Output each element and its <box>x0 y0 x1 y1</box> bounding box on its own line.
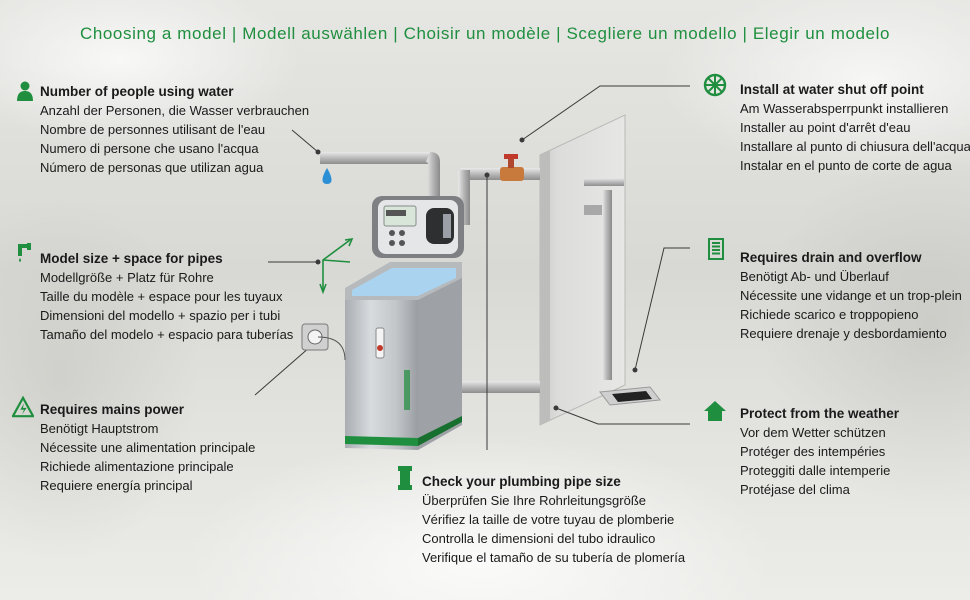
dimension-arrows-icon <box>319 238 354 295</box>
weather-block: Protect from the weather Vor dem Wetter … <box>740 404 899 499</box>
model-size-title: Model size + space for pipes <box>40 251 223 266</box>
pipe-fitting-icon <box>398 466 412 490</box>
power-line-es: Requiere energía principal <box>40 478 193 493</box>
people-line-it: Numero di persone che usano l'acqua <box>40 141 259 156</box>
shutoff-title: Install at water shut off point <box>740 82 924 97</box>
model-size-line-it: Dimensioni del modello + spazio per i tu… <box>40 308 281 323</box>
drain-title: Requires drain and overflow <box>740 250 922 265</box>
people-block: Number of people using water Anzahl der … <box>40 82 309 177</box>
person-icon <box>17 81 33 101</box>
drain-line-fr: Nécessite une vidange et un trop-plein <box>740 288 962 303</box>
water-drop-icon <box>322 168 332 184</box>
people-line-de: Anzahl der Personen, die Wasser verbrauc… <box>40 103 310 118</box>
shutoff-line-de: Am Wasserabsperrpunkt installieren <box>740 101 949 116</box>
pipe-size-line-es: Verifique el tamaño de su tubería de plo… <box>422 550 686 565</box>
power-title: Requires mains power <box>40 402 185 417</box>
power-block: Requires mains power Benötigt Hauptstrom… <box>40 400 255 495</box>
model-size-block: Model size + space for pipes Modellgröße… <box>40 249 293 344</box>
wall-socket-icon <box>301 323 346 361</box>
power-line-it: Richiede alimentazione principale <box>40 459 234 474</box>
shutoff-line-it: Installare al punto di chiusura dell'acq… <box>740 139 970 154</box>
weather-line-it: Proteggiti dalle intemperie <box>740 463 891 478</box>
pipe-size-block: Check your plumbing pipe size Überprüfen… <box>422 472 685 567</box>
model-size-line-de: Modellgröße + Platz für Rohre <box>40 270 214 285</box>
model-size-line-fr: Taille du modèle + espace pour les tuyau… <box>40 289 283 304</box>
weather-line-de: Vor dem Wetter schützen <box>740 425 886 440</box>
pipe-size-title: Check your plumbing pipe size <box>422 474 621 489</box>
drain-block: Requires drain and overflow Benötigt Ab-… <box>740 248 962 343</box>
shutoff-line-fr: Installer au point d'arrêt d'eau <box>740 120 911 135</box>
drain-line-de: Benötigt Ab- und Überlauf <box>740 269 889 284</box>
house-icon <box>704 401 726 421</box>
pipe-tap-icon <box>18 243 31 262</box>
pipes <box>320 152 661 406</box>
water-softener-unit <box>345 196 464 450</box>
weather-line-fr: Protéger des intempéries <box>740 444 886 459</box>
weather-line-es: Protéjase del clima <box>740 482 850 497</box>
drain-line-it: Richiede scarico e troppopieno <box>740 307 919 322</box>
power-line-de: Benötigt Hauptstrom <box>40 421 159 436</box>
electric-warning-icon <box>12 396 34 418</box>
wall-panel <box>539 114 626 426</box>
drain-grate-icon <box>708 238 724 260</box>
people-title: Number of people using water <box>40 84 234 99</box>
weather-title: Protect from the weather <box>740 406 900 421</box>
people-line-es: Número de personas que utilizan agua <box>40 160 264 175</box>
page-title: Choosing a model | Modell auswählen | Ch… <box>79 24 891 43</box>
valve-wheel-icon <box>703 73 727 97</box>
drain-line-es: Requiere drenaje y desbordamiento <box>740 326 947 341</box>
people-line-fr: Nombre de personnes utilisant de l'eau <box>40 122 266 137</box>
pipe-size-line-de: Überprüfen Sie Ihre Rohrleitungsgröße <box>422 493 647 508</box>
pipe-size-line-fr: Vérifiez la taille de votre tuyau de plo… <box>422 512 675 527</box>
shutoff-block: Install at water shut off point Am Wasse… <box>740 80 970 175</box>
pipe-size-line-it: Controlla le dimensioni del tubo idrauli… <box>422 531 656 546</box>
power-line-fr: Nécessite une alimentation principale <box>40 440 256 455</box>
model-size-line-es: Tamaño del modelo + espacio para tubería… <box>40 327 294 342</box>
shutoff-line-es: Instalar en el punto de corte de agua <box>740 158 952 173</box>
